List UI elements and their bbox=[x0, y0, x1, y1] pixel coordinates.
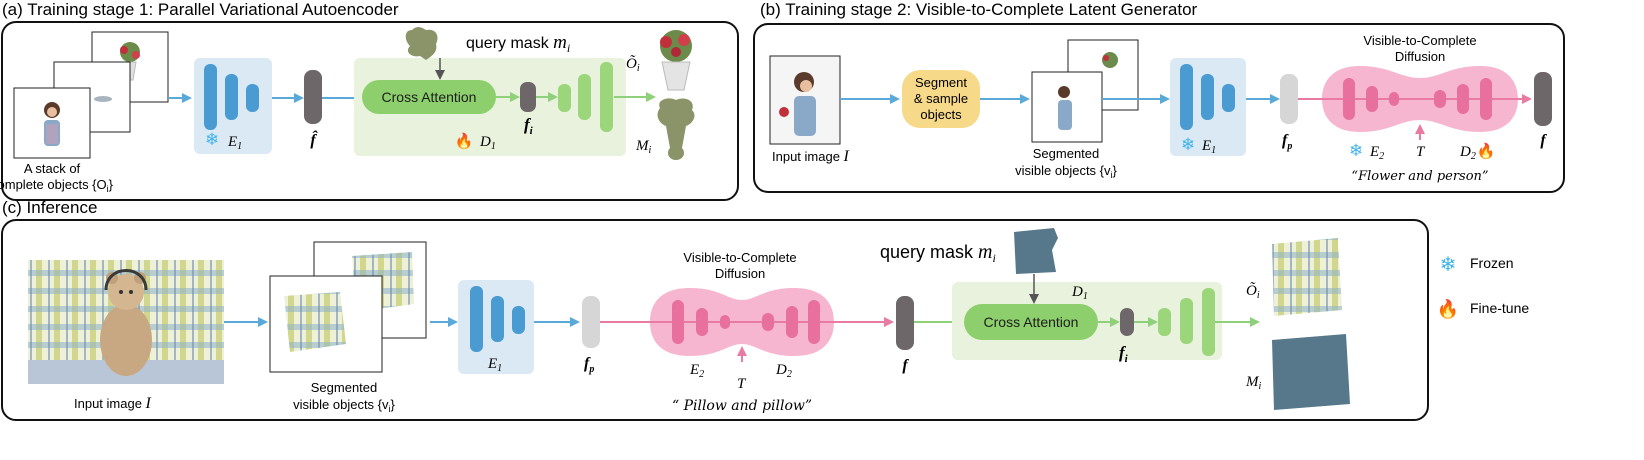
stage1-panel bbox=[1, 21, 739, 201]
stage2-diffusion-title-line2: Diffusion bbox=[1395, 49, 1445, 64]
inference-segmented-line1: Segmented bbox=[311, 380, 378, 395]
inference-output-object-label: Õi bbox=[1246, 282, 1260, 301]
inference-f-block bbox=[896, 296, 914, 350]
stage1-output-mask-shape bbox=[657, 98, 695, 160]
stage2-segmented-objects bbox=[1031, 39, 1139, 143]
inference-d2-label: D2 bbox=[775, 362, 792, 380]
legend: ❄ Frozen 🔥 Fine-tune bbox=[1437, 254, 1530, 319]
stage1-encoder: ❄ E1 bbox=[194, 58, 272, 154]
inference-fp-block bbox=[582, 296, 600, 348]
inference-decoder-bars bbox=[1158, 288, 1215, 356]
flame-icon: 🔥 bbox=[1437, 298, 1459, 319]
stage2-output-label: f bbox=[1540, 132, 1547, 149]
inference-e2-label: E2 bbox=[689, 362, 704, 380]
stage1-stack-caption-line1: A stack of bbox=[24, 161, 81, 176]
inference-output-mask-shape bbox=[1272, 334, 1350, 410]
stage1-output-mask-label: Mi bbox=[635, 138, 652, 156]
legend-frozen-label: Frozen bbox=[1470, 255, 1514, 271]
object-thumb-small bbox=[94, 96, 112, 102]
inference-cross-attention-label: Cross Attention bbox=[984, 314, 1079, 330]
stage2-encoder-label: E1 bbox=[1201, 138, 1216, 156]
stage2-diffusion-title-line1: Visible-to-Complete bbox=[1363, 33, 1476, 48]
stage2-title: (b) Training stage 2: Visible-to-Complet… bbox=[760, 0, 1198, 19]
stage2-fp-label: fp bbox=[1282, 132, 1292, 152]
stage1-stack-caption-line2: complete objects {Oi} bbox=[0, 177, 114, 194]
inference-input-image bbox=[28, 260, 224, 384]
flame-icon: 🔥 bbox=[455, 132, 474, 150]
legend-finetune-label: Fine-tune bbox=[1470, 300, 1529, 316]
stage2-segment-box bbox=[902, 70, 980, 128]
stage2-segmented-line1: Segmented bbox=[1033, 146, 1100, 161]
stage1-decoder-bars bbox=[558, 62, 613, 132]
stage2-panel bbox=[753, 23, 1565, 193]
stage2-segment-line1: Segment bbox=[915, 75, 967, 90]
stage1-feature-block bbox=[520, 82, 536, 112]
stage2-diffusion-bars bbox=[1343, 78, 1492, 120]
stage2-segment-line2: & sample bbox=[914, 91, 968, 106]
snowflake-icon: ❄ bbox=[205, 130, 219, 149]
inference-panel bbox=[1, 219, 1429, 421]
inference-diffusion-title-line2: Diffusion bbox=[715, 266, 765, 281]
inference-feature-block bbox=[1120, 308, 1134, 336]
stage1-output-object-label: Õi bbox=[626, 55, 640, 74]
inference-feature-label: fi bbox=[1119, 343, 1129, 365]
inference-output-mask-label: Mi bbox=[1245, 374, 1262, 392]
inference-segmented-line2: visible objects {vi} bbox=[293, 397, 395, 414]
inference-cross-attention bbox=[964, 304, 1098, 340]
stage1-query-mask-label: query mask mi bbox=[466, 32, 570, 55]
stage1-query-mask-image bbox=[405, 27, 438, 60]
inference-query-mask-shape bbox=[1014, 228, 1058, 274]
inference-diffusion-bars bbox=[672, 300, 820, 344]
stage2-t-label: T bbox=[1416, 144, 1426, 160]
stage1-encoder-label: E1 bbox=[227, 134, 242, 152]
stage2-prompt: “Flower and person” bbox=[1351, 169, 1488, 184]
inference-t-label: T bbox=[737, 376, 747, 392]
stage2-input-image bbox=[769, 55, 841, 145]
inference-fp-label: fp bbox=[584, 355, 594, 375]
stage2-output-latent bbox=[1534, 72, 1552, 126]
stage1-cross-attention-label: Cross Attention bbox=[382, 89, 477, 105]
inference-encoder-label: E1 bbox=[487, 356, 502, 374]
person-thumb bbox=[44, 102, 60, 146]
stage1-decoder-label: D1 bbox=[479, 134, 496, 152]
inference-encoder: E1 bbox=[458, 280, 534, 374]
inference-f-label: f bbox=[902, 357, 909, 374]
stage2-segment-line3: objects bbox=[920, 107, 962, 122]
snowflake-icon: ❄ bbox=[1181, 135, 1195, 154]
inference-segmented-objects bbox=[269, 241, 427, 373]
snowflake-icon: ❄ bbox=[1349, 141, 1363, 160]
inference-input-caption: Input image I bbox=[74, 395, 152, 412]
stage1-cross-attention bbox=[362, 80, 496, 114]
inference-diffusion-title-line1: Visible-to-Complete bbox=[683, 250, 796, 265]
stage2-d2-label: D2 bbox=[1459, 144, 1476, 162]
snowflake-icon: ❄ bbox=[1440, 254, 1457, 276]
inference-output-object-image bbox=[1272, 238, 1342, 316]
stage2-input-caption: Input image I bbox=[772, 148, 850, 165]
stage1-latent-block bbox=[304, 70, 322, 124]
stage2-segmented-line2: visible objects {vi} bbox=[1015, 163, 1117, 180]
stage2-e2-label: E2 bbox=[1369, 144, 1384, 162]
stage1-output-object-image bbox=[660, 30, 692, 91]
stage1-feature-label: fi bbox=[524, 115, 534, 137]
stage1-title: (a) Training stage 1: Parallel Variation… bbox=[2, 0, 399, 19]
stage2-encoder: ❄ E1 bbox=[1170, 58, 1246, 156]
inference-d1-label: D1 bbox=[1071, 284, 1088, 302]
inference-prompt: “ Pillow and pillow” bbox=[672, 398, 812, 414]
inference-title: (c) Inference bbox=[2, 198, 97, 217]
stage1-latent-label: f̂ bbox=[310, 130, 318, 149]
flame-icon: 🔥 bbox=[1477, 142, 1496, 160]
stage2-fp-block bbox=[1280, 74, 1298, 124]
inference-query-mask-label: query mask mi bbox=[880, 241, 996, 265]
stage1-object-stack bbox=[13, 31, 169, 159]
